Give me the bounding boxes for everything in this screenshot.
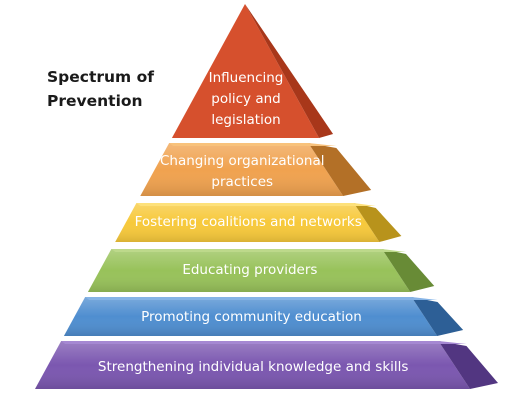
tier-shading <box>87 249 411 292</box>
pyramid-tier-1: Influencing policy and legislation <box>171 4 334 138</box>
pyramid-tier-3: Fostering coalitions and networks <box>115 203 402 242</box>
diagram-title: Spectrum of Prevention <box>47 68 154 110</box>
tier-top-face <box>169 143 337 146</box>
tier-side-face <box>308 143 372 196</box>
tier-label-line: Promoting community education <box>141 309 362 325</box>
title-line-2: Prevention <box>47 92 143 110</box>
tier-side-face <box>382 249 435 292</box>
pyramid-tiers: Influencing policy and legislationChanging… <box>35 4 498 389</box>
tier-side-face <box>411 297 464 336</box>
tier-label-line: Fostering coalitions and networks <box>135 214 362 230</box>
tier-top-face <box>111 249 406 252</box>
tier-top-face <box>136 203 376 206</box>
tier-label-line: Changing organizational <box>160 153 325 169</box>
tier-label-line: policy and <box>211 91 280 107</box>
tier-label-line: practices <box>211 174 273 190</box>
tier-label-line: Influencing <box>209 70 284 86</box>
tier-label-line: Educating providers <box>182 262 317 278</box>
tier-side-face <box>245 4 334 138</box>
pyramid-tier-5: Promoting community education <box>63 297 464 336</box>
tier-shading <box>115 203 380 242</box>
tier-side-face <box>438 341 498 389</box>
tier-label-line: Strengthening individual knowledge and s… <box>98 359 409 375</box>
title-line-1: Spectrum of <box>47 68 154 86</box>
tier-shading <box>63 297 438 336</box>
tier-front-face <box>171 4 320 138</box>
pyramid-tier-4: Educating providers <box>87 249 435 292</box>
tier-shading <box>35 341 470 389</box>
tier-shading <box>140 143 344 196</box>
tier-top-face <box>61 341 467 344</box>
tier-top-face <box>85 297 438 300</box>
tier-side-face <box>353 203 402 242</box>
pyramid-tier-2: Changing organizational practices <box>140 143 372 196</box>
pyramid-tier-6: Strengthening individual knowledge and s… <box>35 341 498 389</box>
tier-label-line: legislation <box>211 112 280 128</box>
